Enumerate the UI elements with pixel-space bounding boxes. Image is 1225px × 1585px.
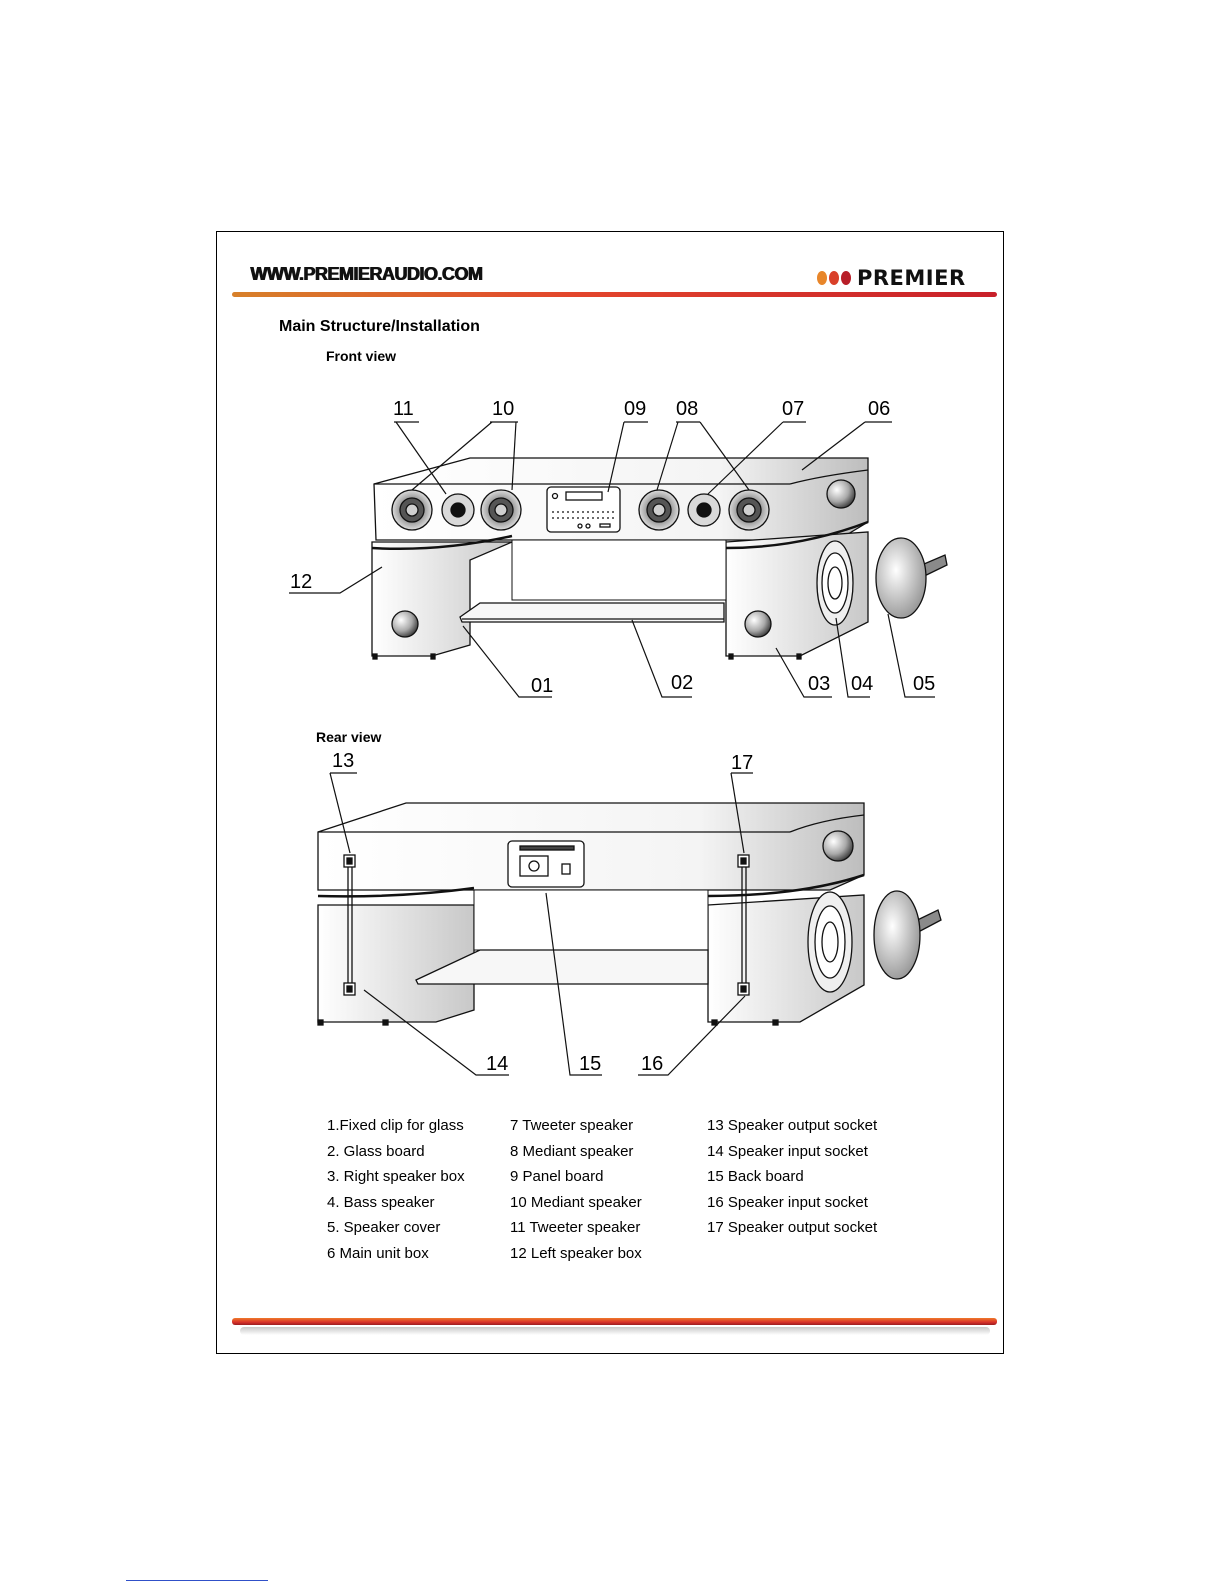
legend-column-1: 1.Fixed clip for glass 2. Glass board 3.… [327, 1113, 465, 1266]
logo-dot [841, 271, 851, 285]
panel-board [546, 486, 621, 533]
page-frame [216, 231, 1004, 1354]
callout-12: 12 [290, 571, 313, 593]
footer-divider-shadow [240, 1327, 990, 1335]
legend-item: 9 Panel board [510, 1168, 604, 1185]
callout-09: 09 [624, 398, 647, 420]
legend-item: 12 Left speaker box [510, 1244, 642, 1262]
legend-item: 3. Right speaker box [327, 1168, 465, 1185]
legend-item: 6 Main unit box [327, 1244, 429, 1262]
section-title: Main Structure/Installation [279, 318, 480, 335]
speaker-output-socket-left [343, 854, 356, 868]
speaker-input-socket-left [343, 982, 356, 996]
front-view-figure [371, 457, 948, 660]
legend-item: 4. Bass speaker [327, 1193, 435, 1211]
callout-05: 05 [913, 673, 936, 695]
front-view-title: Front view [326, 348, 397, 364]
callout-08: 08 [676, 398, 699, 420]
legend-column-3: 13 Speaker output socket 14 Speaker inpu… [707, 1113, 877, 1241]
legend-item: 11 Tweeter speaker [510, 1219, 641, 1236]
legend-item: 10 Mediant speaker [510, 1193, 642, 1211]
legend-item: 5. Speaker cover [327, 1219, 441, 1236]
callout-01: 01 [531, 675, 554, 697]
logo-dots-icon [817, 271, 851, 285]
glass-board [459, 602, 725, 623]
callout-02: 02 [671, 672, 694, 694]
mediant-speaker-right [638, 489, 680, 531]
callout-03: 03 [808, 673, 831, 695]
legend-item: 16 Speaker input socket [707, 1193, 868, 1211]
logo-dot [829, 271, 839, 285]
brand-logo: PREMIER [817, 266, 966, 290]
mediant-speaker-right-2 [728, 489, 770, 531]
tweeter-speaker-right [687, 493, 721, 527]
callout-06: 06 [868, 398, 891, 420]
legend-item: 2. Glass board [327, 1142, 425, 1160]
legend-item: 14 Speaker input socket [707, 1142, 868, 1160]
rear-main-unit [317, 802, 865, 891]
header-divider [232, 292, 997, 297]
mediant-speaker-left [391, 489, 433, 531]
footer-link-underline[interactable] [126, 1580, 268, 1581]
callout-07: 07 [782, 398, 805, 420]
legend-item: 15 Back board [707, 1168, 804, 1185]
legend-item: 7 Tweeter speaker [510, 1117, 634, 1134]
callout-13: 13 [332, 750, 355, 772]
brand-name: PREMIER [857, 266, 966, 290]
callout-10: 10 [492, 398, 515, 420]
legend-item: 8 Mediant speaker [510, 1142, 634, 1160]
front-leader-lines [289, 421, 935, 698]
left-speaker-box [371, 541, 513, 657]
speaker-cover [875, 537, 948, 619]
legend-column-2: 7 Tweeter speaker 8 Mediant speaker 9 Pa… [510, 1113, 642, 1266]
tweeter-speaker-left [441, 493, 475, 527]
callout-16: 16 [641, 1053, 664, 1075]
legend-item: 1.Fixed clip for glass [327, 1117, 464, 1134]
rear-view-title: Rear view [316, 729, 382, 745]
footer-divider [232, 1318, 997, 1325]
callout-14: 14 [486, 1053, 509, 1075]
callout-17: 17 [731, 752, 754, 774]
legend-item: 17 Speaker output socket [707, 1219, 878, 1236]
rear-leader-lines [329, 772, 753, 1076]
mediant-speaker-left-2 [480, 489, 522, 531]
rear-view-figure [317, 802, 942, 1026]
callout-04: 04 [851, 673, 874, 695]
callout-15: 15 [579, 1053, 602, 1075]
speaker-input-socket-right [737, 982, 750, 996]
logo-dot [817, 271, 827, 285]
bass-speaker [816, 540, 854, 626]
callout-11: 11 [393, 398, 414, 420]
website-url[interactable]: WWW.PREMIERAUDIO.COM [250, 264, 482, 284]
legend-item: 13 Speaker output socket [707, 1117, 878, 1134]
speaker-output-socket-right [737, 854, 750, 868]
back-board [507, 840, 585, 888]
